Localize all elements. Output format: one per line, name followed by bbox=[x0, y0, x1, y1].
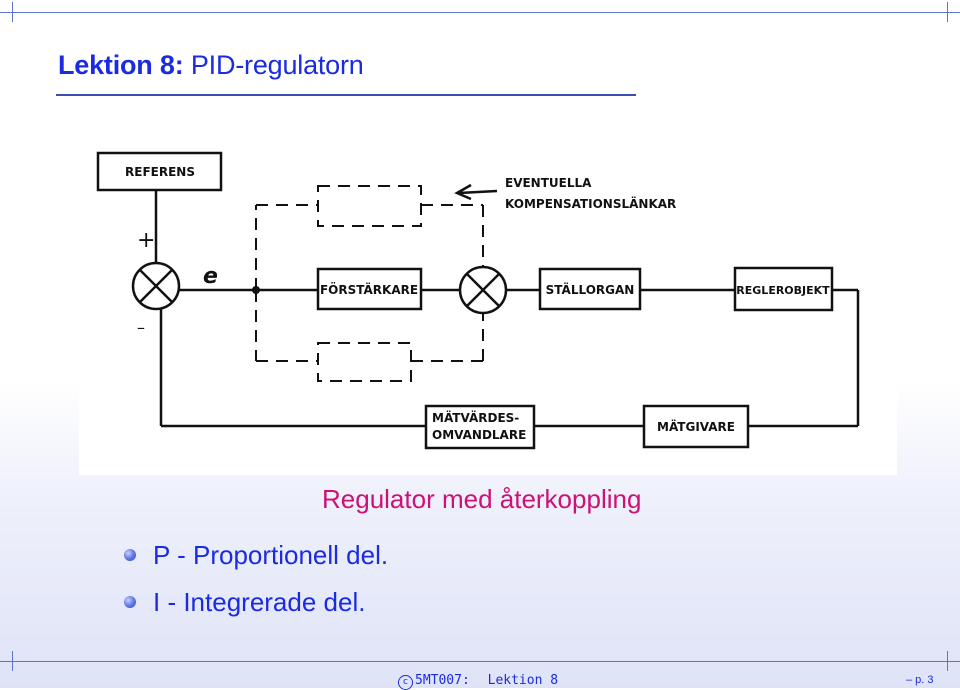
bullet-text: I - Integrerade del. bbox=[153, 587, 366, 617]
bullet-text: P - Proportionell del. bbox=[153, 540, 389, 570]
referens-label: REFERENS bbox=[125, 165, 195, 179]
page-title: Lektion 8: PID-regulatorn bbox=[58, 50, 364, 81]
block-diagram: REFERENS FÖRSTÄRKARE STÄLLORGAN REGLEROB… bbox=[79, 123, 897, 475]
title-text: PID-regulatorn bbox=[190, 50, 364, 80]
summing-junction-1 bbox=[131, 261, 181, 311]
frame-tick-tl bbox=[12, 2, 13, 22]
reglerobjekt-label: REGLEROBJEKT bbox=[736, 284, 830, 297]
referens-box bbox=[96, 151, 223, 192]
bullet-list: P - Proportionell del. I - Integrerade d… bbox=[124, 540, 388, 634]
matgivare-label: MÄTGIVARE bbox=[657, 419, 735, 434]
kompensation-label: KOMPENSATIONSLÄNKAR bbox=[505, 196, 676, 211]
top-frame-line bbox=[0, 12, 960, 13]
block-diagram-svg: REFERENS FÖRSTÄRKARE STÄLLORGAN REGLEROB… bbox=[96, 151, 860, 450]
title-underline bbox=[56, 94, 636, 96]
branch-point bbox=[252, 286, 260, 294]
bullet-item: P - Proportionell del. bbox=[124, 540, 388, 587]
bullet-dot-icon bbox=[124, 596, 136, 608]
minus-label: – bbox=[137, 318, 145, 337]
error-label: e bbox=[203, 264, 218, 289]
matvardes-label-1: MÄTVÄRDES- bbox=[432, 410, 519, 425]
eventuella-label: EVENTUELLA bbox=[505, 176, 592, 190]
bottom-frame-line bbox=[0, 661, 960, 662]
bullet-item: I - Integrerade del. bbox=[124, 587, 388, 634]
title-prefix: Lektion 8: bbox=[58, 50, 184, 80]
matvardes-label-2: OMVANDLARE bbox=[432, 428, 526, 442]
frame-tick-bl bbox=[12, 651, 13, 671]
stallorgan-label: STÄLLORGAN bbox=[546, 282, 635, 297]
page-number: – p. 3 bbox=[906, 674, 934, 686]
diagram-caption: Regulator med återkoppling bbox=[322, 484, 642, 514]
forstarkare-label: FÖRSTÄRKARE bbox=[320, 282, 418, 297]
footer-lesson: Lektion 8 bbox=[487, 673, 559, 688]
plus-label: + bbox=[137, 228, 155, 253]
bullet-dot-icon bbox=[124, 549, 136, 561]
frame-tick-br bbox=[947, 651, 948, 671]
footer-course: 5MT007: bbox=[415, 673, 470, 688]
frame-tick-tr bbox=[947, 2, 948, 22]
